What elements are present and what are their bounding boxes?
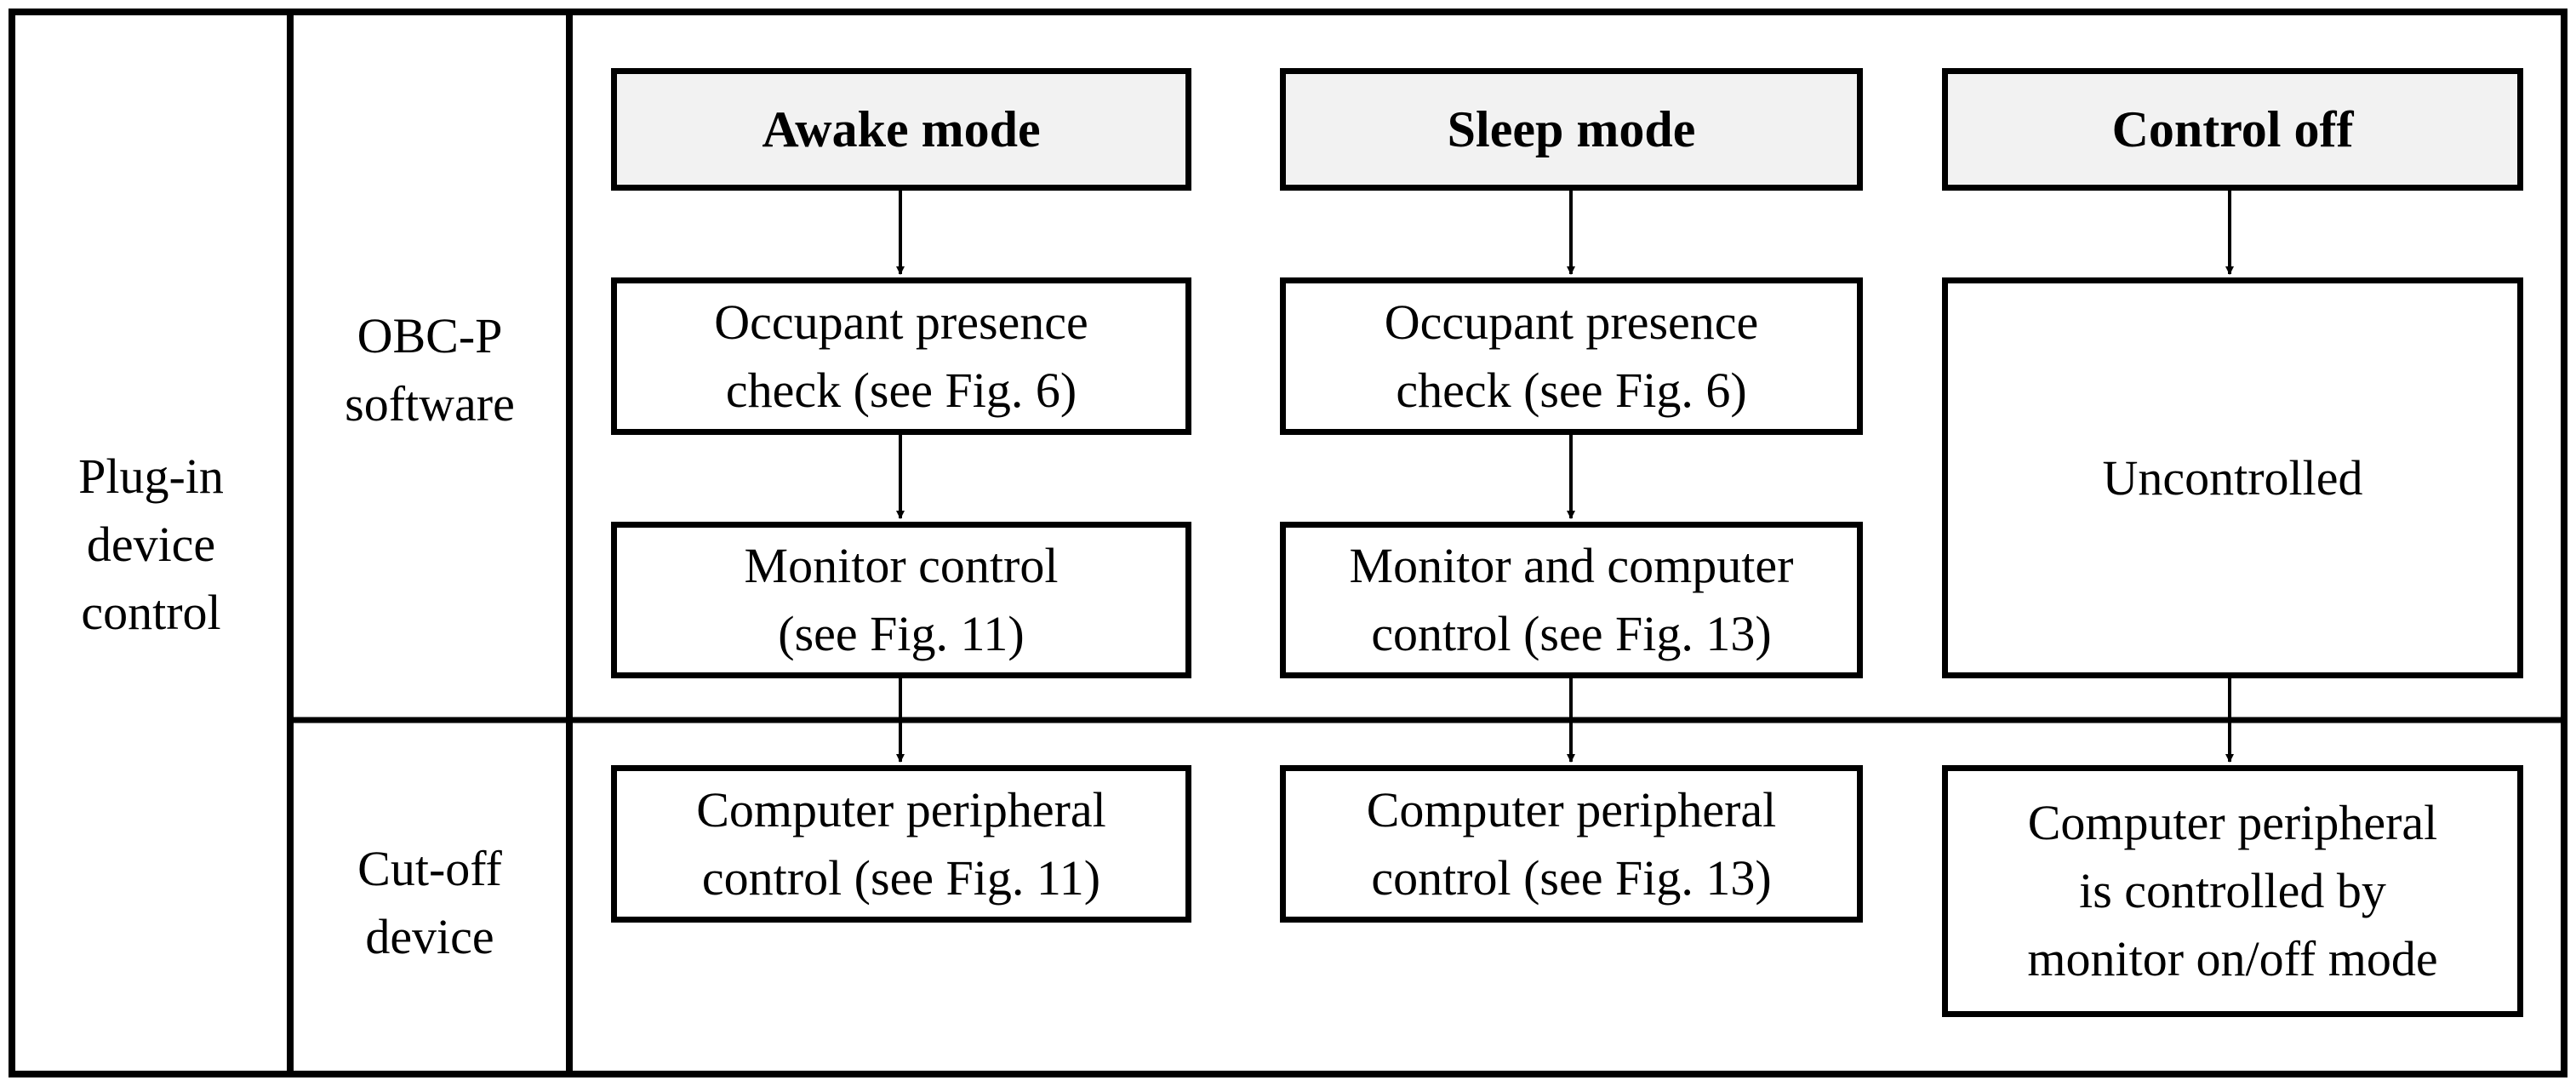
control-off-box: Control off (1942, 68, 2523, 191)
awake-presence-check-box: Occupant presence check (see Fig. 6) (611, 277, 1191, 435)
awake-monitor-control-box: Monitor control (see Fig. 11) (611, 522, 1191, 678)
awake-mode-box: Awake mode (611, 68, 1191, 191)
sleep-presence-check-box: Occupant presence check (see Fig. 6) (1280, 277, 1863, 435)
outer-frame (9, 9, 2567, 1077)
sleep-peripheral-control-box: Computer peripheral control (see Fig. 13… (1280, 765, 1863, 923)
sleep-mode-box: Sleep mode (1280, 68, 1863, 191)
row-label: Plug-in device control (78, 449, 224, 640)
software-label: OBC-P software (345, 308, 515, 432)
device-label: Cut-off device (357, 841, 502, 964)
uncontrolled-box: Uncontrolled (1942, 277, 2523, 678)
control-off-peripheral-box: Computer peripheral is controlled by mon… (1942, 765, 2523, 1017)
awake-peripheral-control-box: Computer peripheral control (see Fig. 11… (611, 765, 1191, 923)
sleep-monitor-computer-control-box: Monitor and computer control (see Fig. 1… (1280, 522, 1863, 678)
